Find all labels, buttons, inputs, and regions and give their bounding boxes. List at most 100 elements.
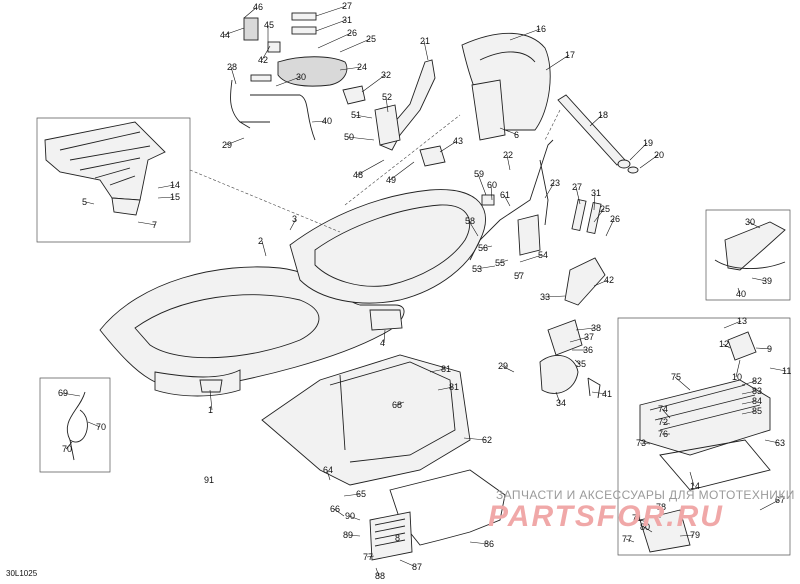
leader-line-54 <box>519 254 543 263</box>
callout-49: 49 <box>386 175 396 185</box>
backrest-plate-6 <box>471 79 506 141</box>
callout-25: 25 <box>366 34 376 44</box>
leader-line-50 <box>347 136 375 141</box>
callout-17: 17 <box>565 50 575 60</box>
callout-64: 64 <box>323 465 333 475</box>
leader-line-42 <box>261 45 271 61</box>
callout-42: 42 <box>258 55 268 65</box>
callout-12: 12 <box>719 339 729 349</box>
assembly-line-1 <box>189 169 341 233</box>
callout-75: 75 <box>671 372 681 382</box>
leader-line-33 <box>543 295 566 298</box>
callout-65: 65 <box>356 489 366 499</box>
leader-line-10 <box>735 359 741 378</box>
callout-15: 15 <box>170 192 180 202</box>
leader-line-57 <box>517 271 521 277</box>
callout-26: 26 <box>347 28 357 38</box>
callout-46: 46 <box>253 2 263 12</box>
callout-14: 14 <box>170 180 180 190</box>
callout-9: 9 <box>767 344 772 354</box>
callout-87: 87 <box>412 562 422 572</box>
callout-6: 6 <box>514 130 519 140</box>
leader-line-27 <box>315 5 347 17</box>
callout-51: 51 <box>351 110 361 120</box>
leader-line-75 <box>674 376 691 391</box>
callout-7: 7 <box>152 220 157 230</box>
seat-tray-62 <box>261 354 471 486</box>
backrest-16 <box>461 32 551 131</box>
callout-83: 83 <box>752 386 762 396</box>
callout-80: 80 <box>640 522 650 532</box>
leader-line-83 <box>741 390 757 395</box>
leader-line-77 <box>366 555 375 558</box>
leader-line-19 <box>629 142 648 161</box>
harness-pouch-24 <box>277 56 348 87</box>
callout-27: 27 <box>572 182 582 192</box>
callout-72: 72 <box>658 417 668 427</box>
leader-line-42 <box>593 279 609 287</box>
washer-19 <box>617 159 631 169</box>
callout-69: 69 <box>58 388 68 398</box>
callout-21: 21 <box>420 36 430 46</box>
leader-line-25 <box>593 208 605 223</box>
callout-20: 20 <box>654 150 664 160</box>
cover-36 <box>547 319 583 356</box>
rack-plate-ribs <box>649 384 761 431</box>
callout-2: 2 <box>258 236 263 246</box>
callout-45: 45 <box>264 20 274 30</box>
battery-box-ribs <box>374 518 406 547</box>
callout-27: 27 <box>342 1 352 11</box>
control-module-23 <box>517 214 541 256</box>
connector-59 <box>481 194 495 206</box>
detail-box-frame <box>36 117 191 243</box>
leader-line-21 <box>423 40 429 61</box>
leader-line-56 <box>481 245 493 249</box>
leader-line-29 <box>225 137 245 146</box>
leader-line-60 <box>490 184 493 201</box>
callout-30: 30 <box>296 72 306 82</box>
callout-24: 24 <box>357 62 367 72</box>
callout-38: 38 <box>591 323 601 333</box>
leader-line-52 <box>385 96 389 113</box>
rack-frame-76 <box>659 439 771 491</box>
leader-line-43 <box>439 140 458 153</box>
leader-line-80 <box>643 526 653 533</box>
switch-part-44 <box>243 17 259 41</box>
bracket-plate-52 <box>374 104 401 146</box>
callout-48: 48 <box>353 170 363 180</box>
leader-line-70 <box>65 441 73 450</box>
callout-59: 59 <box>474 169 484 179</box>
callout-40: 40 <box>736 289 746 299</box>
leader-line-9 <box>755 347 772 350</box>
grip-heater-31 <box>291 26 317 35</box>
wire-30 <box>250 94 316 141</box>
detail-box-heater <box>705 209 791 301</box>
watermark-logo: PARTSFOR.RU <box>488 500 724 533</box>
leader-line-59 <box>477 173 487 196</box>
support-tube-18 <box>557 94 626 166</box>
callout-79: 79 <box>690 530 700 540</box>
callout-36: 36 <box>583 345 593 355</box>
callout-43: 43 <box>453 136 463 146</box>
callout-19: 19 <box>643 138 653 148</box>
callout-77: 77 <box>363 552 373 562</box>
leader-line-38 <box>575 327 596 331</box>
leader-line-32 <box>361 74 386 93</box>
callout-86: 86 <box>484 539 494 549</box>
leader-line-68 <box>395 401 405 406</box>
callout-50: 50 <box>344 132 354 142</box>
passenger-seat-cushion <box>314 204 471 287</box>
callout-54: 54 <box>538 250 548 260</box>
leader-line-22 <box>506 154 511 171</box>
leader-line-46 <box>243 6 258 19</box>
leader-line-82 <box>741 380 757 386</box>
callout-3: 3 <box>292 214 297 224</box>
callout-11: 11 <box>782 366 791 376</box>
leader-line-4 <box>383 329 386 344</box>
callout-5: 5 <box>82 197 87 207</box>
leader-line-74 <box>661 408 671 419</box>
leader-line-30 <box>275 76 301 87</box>
